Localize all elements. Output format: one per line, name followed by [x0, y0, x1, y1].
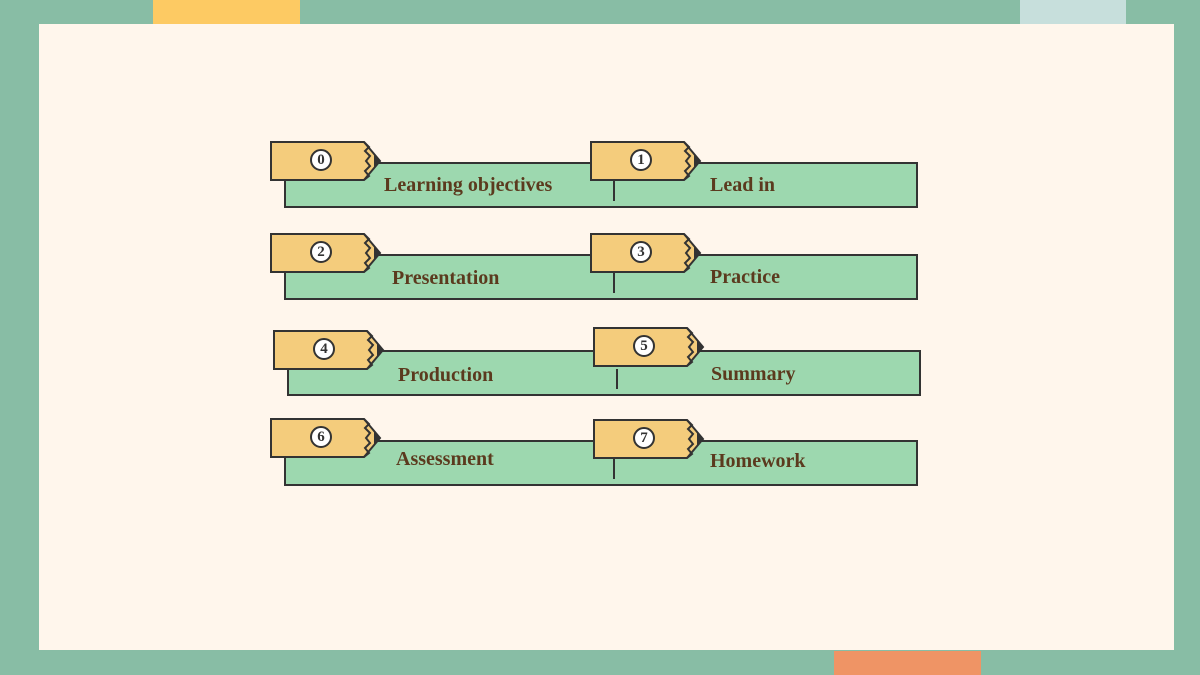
item-number-badge: 6 [310, 426, 332, 448]
agenda-item-label[interactable]: Learning objectives [384, 174, 553, 196]
pencil-icon: 2 [270, 233, 385, 273]
pencil-icon: 6 [270, 418, 385, 458]
pencil-icon: 4 [273, 330, 388, 370]
agenda-item-label[interactable]: Assessment [396, 448, 494, 470]
accent-tab-blue [1020, 0, 1126, 24]
pencil-icon: 1 [590, 141, 705, 181]
item-number-badge: 2 [310, 241, 332, 263]
accent-tab-orange [834, 651, 981, 675]
pencil-icon: 7 [593, 419, 708, 459]
agenda-item-label[interactable]: Homework [710, 450, 806, 472]
agenda-item-label[interactable]: Presentation [392, 267, 500, 289]
item-number-badge: 4 [313, 338, 335, 360]
item-number-badge: 7 [633, 427, 655, 449]
pencil-icon: 3 [590, 233, 705, 273]
agenda-item-label[interactable]: Lead in [710, 174, 776, 196]
accent-tab-yellow [153, 0, 300, 24]
pencil-icon: 5 [593, 327, 708, 367]
pencil-icon: 0 [270, 141, 385, 181]
agenda-item-label[interactable]: Production [398, 364, 494, 386]
agenda-item-label[interactable]: Practice [710, 266, 780, 288]
item-number-badge: 1 [630, 149, 652, 171]
agenda-item-label[interactable]: Summary [711, 363, 796, 385]
item-number-badge: 0 [310, 149, 332, 171]
item-number-badge: 3 [630, 241, 652, 263]
item-number-badge: 5 [633, 335, 655, 357]
